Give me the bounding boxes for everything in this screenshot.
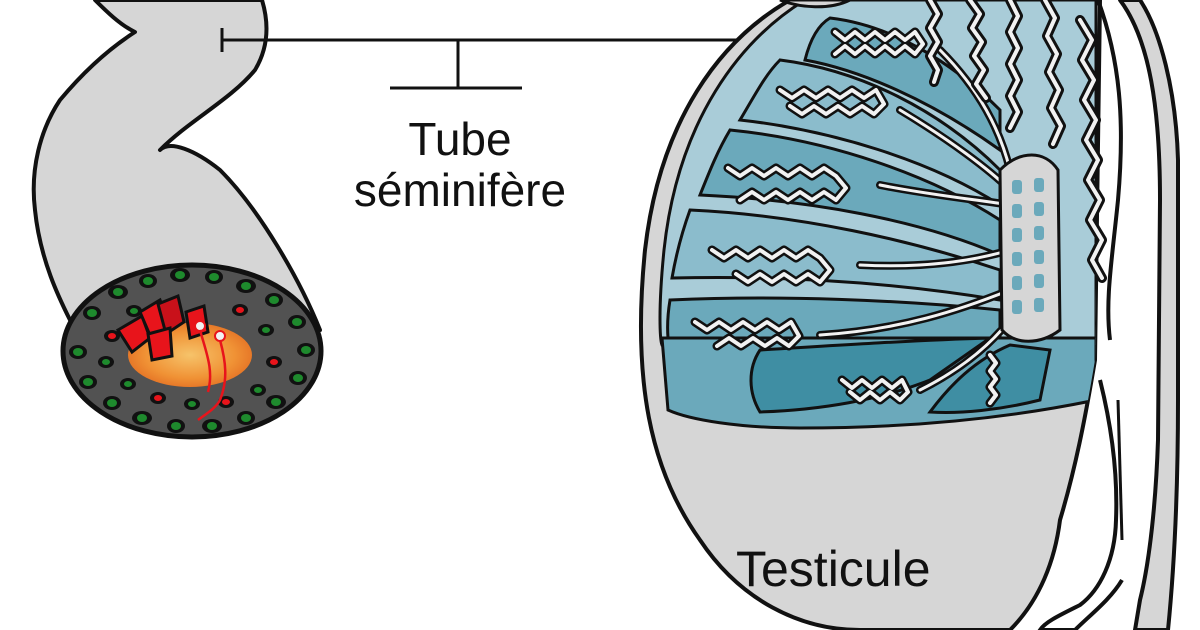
germ-cells-outer [69,268,315,433]
pointer-line [220,28,830,90]
tubule-body [31,0,322,332]
vas-deferens [1037,0,1180,630]
rete-testis [998,153,1062,343]
label-tube-line1: Tube [408,113,512,165]
coiled-tubules [690,27,1001,408]
testis [638,0,1180,630]
label-tube-line2: séminifère [353,163,567,216]
seminiferous-tubule [31,0,324,440]
epididymis [925,0,1123,341]
label-seminiferous-tube: Tube séminifère [320,114,600,215]
label-testicule: Testicule [736,541,931,597]
tubule-cross-section [60,262,324,440]
testis-top-cap [779,0,851,9]
germ-cells-middle [98,304,282,410]
spermatid-cluster [115,293,227,422]
